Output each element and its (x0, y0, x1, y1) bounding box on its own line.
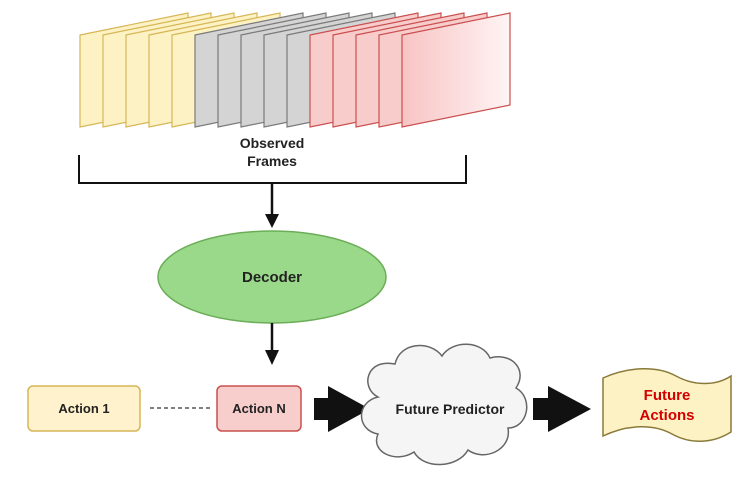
action-n-label: Action N (232, 401, 285, 416)
arrow-frames-to-decoder (265, 183, 279, 228)
arrow-action-n-to-predictor (314, 386, 370, 432)
decoder-label: Decoder (242, 269, 302, 286)
future-predictor-cloud (360, 343, 528, 466)
future-actions-label-line1: Future (644, 387, 691, 404)
action-1-label: Action 1 (58, 401, 109, 416)
frame-red-5 (401, 12, 511, 128)
observed-frames-stack (79, 12, 511, 128)
future-actions-document (602, 368, 732, 442)
action-1-box (27, 385, 141, 432)
future-actions-label-line2: Actions (639, 407, 694, 424)
observed-frames-label-line2: Frames (247, 153, 297, 169)
arrow-decoder-to-action-n (265, 323, 279, 365)
arrow-predictor-to-output (533, 386, 591, 432)
action-n-box (216, 385, 302, 432)
observed-frames-label-line1: Observed (240, 135, 305, 151)
future-predictor-label: Future Predictor (396, 401, 505, 417)
